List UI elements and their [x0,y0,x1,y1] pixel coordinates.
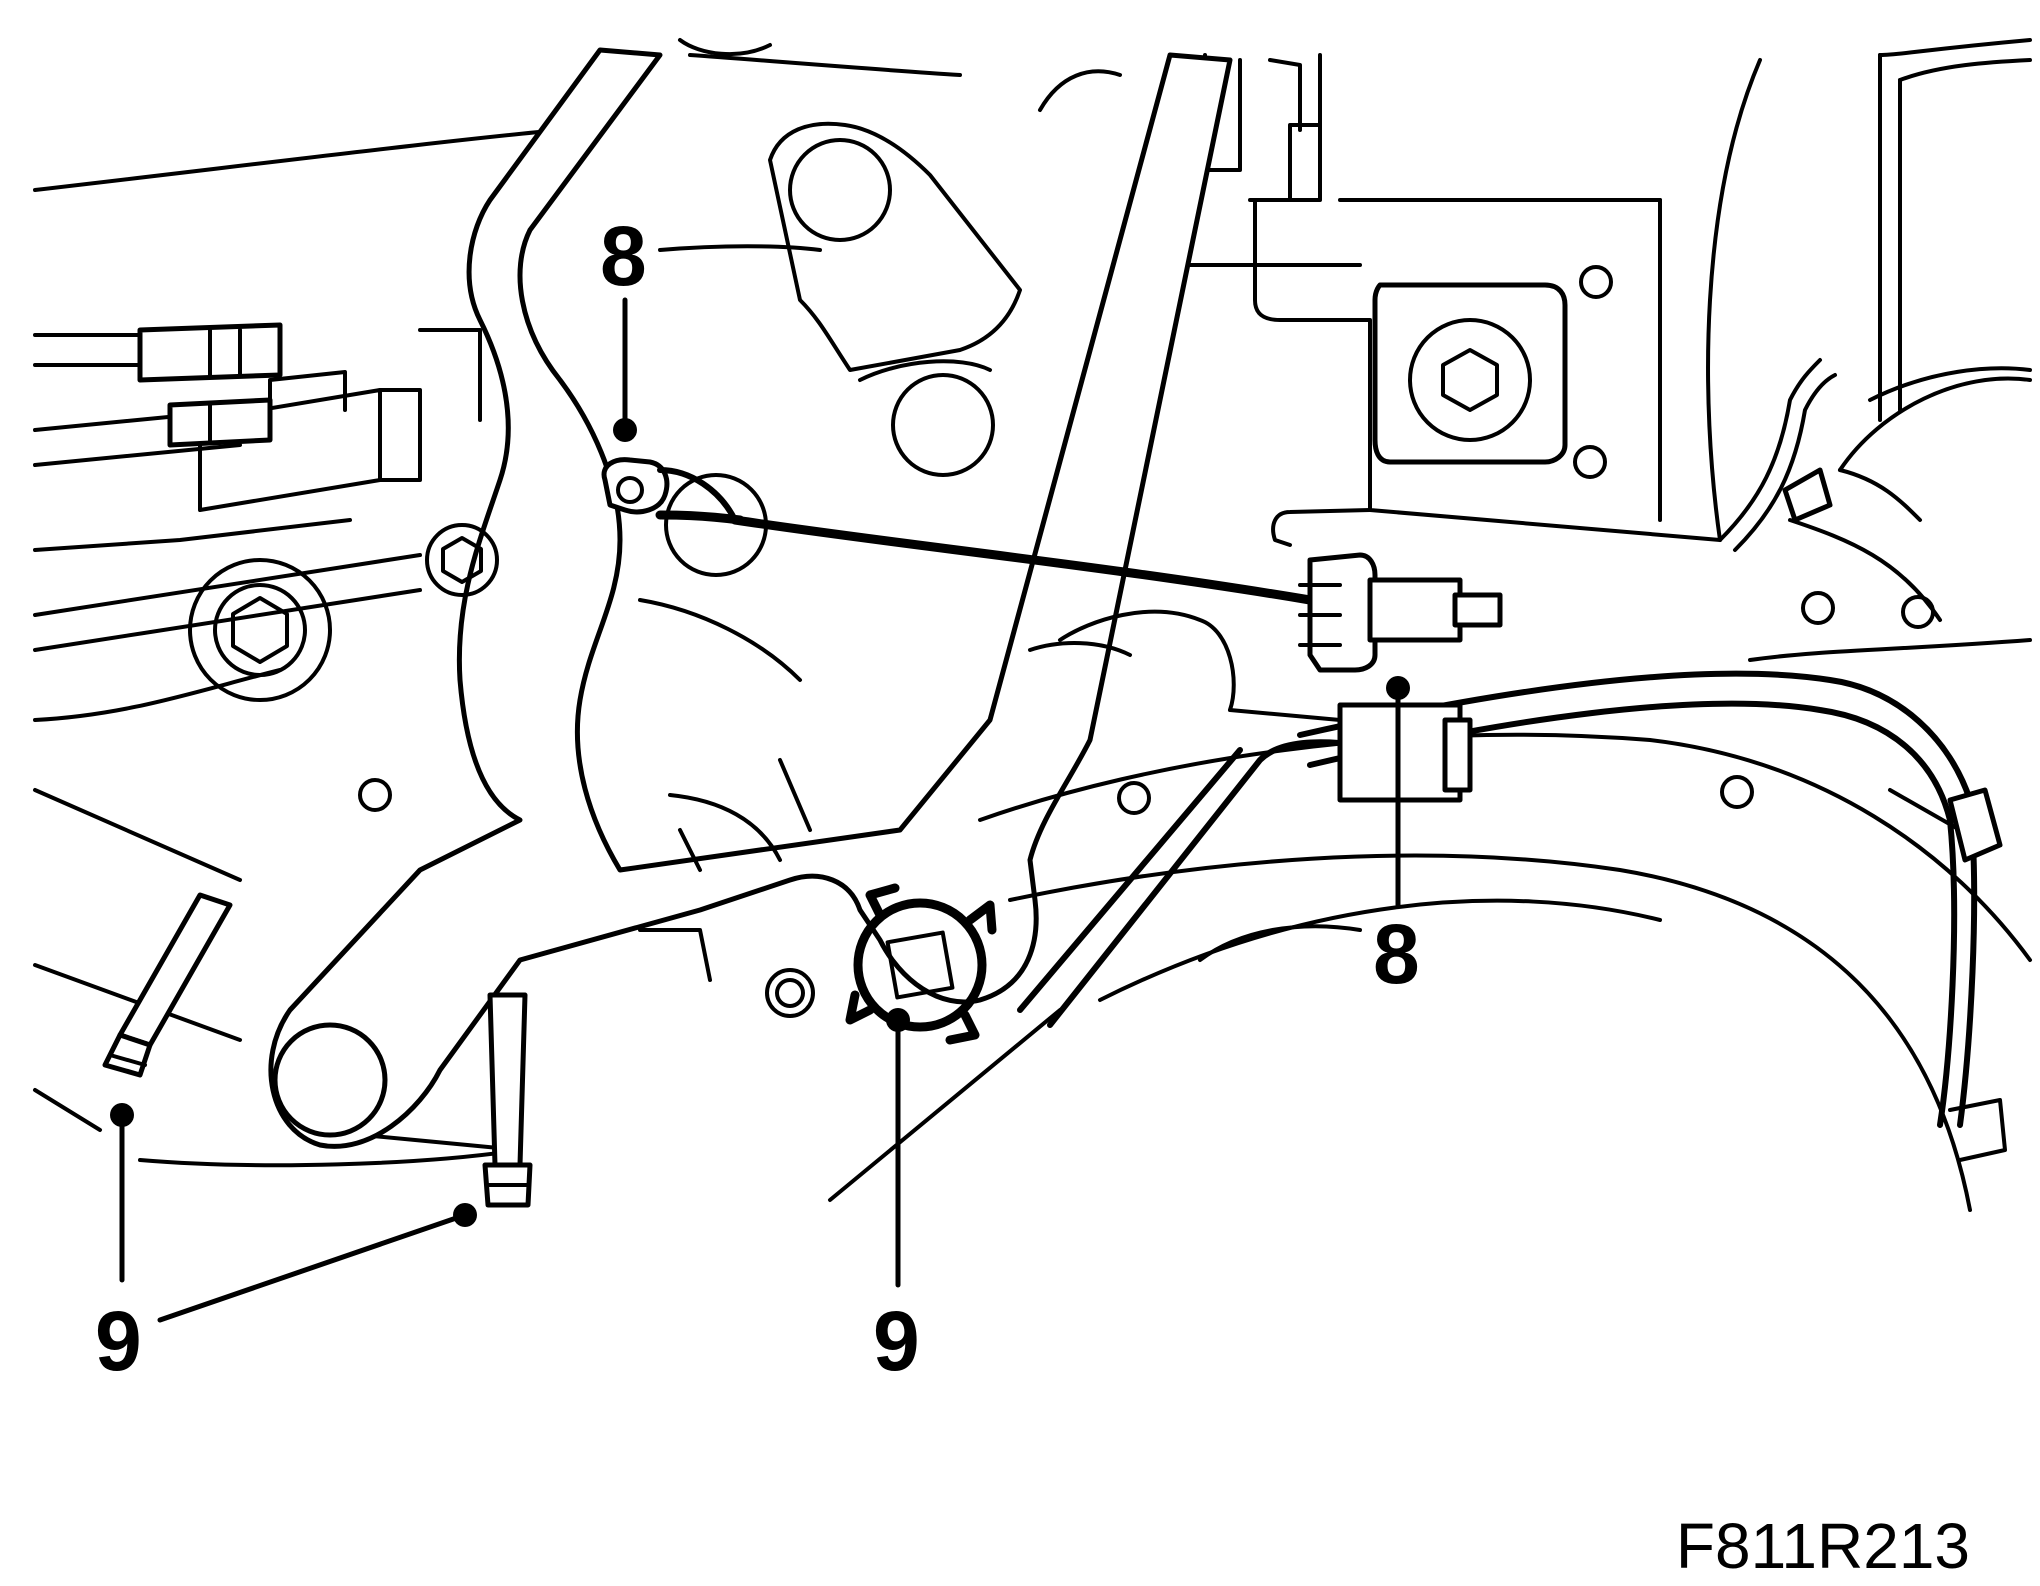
callout-8-top: 8 [600,209,647,303]
callout-9-right: 9 [873,1294,920,1388]
brake-pipes [1017,358,2007,1162]
left-bolts [188,523,499,702]
lower-arm [268,47,1233,1149]
callout-9-left: 9 [95,1294,142,1388]
leader-dot-9-right [886,1008,910,1032]
nipple-screws [102,892,533,1208]
leader-dot-9-left-a [110,1103,134,1127]
mounting-bracket [1203,53,1722,547]
knuckle-region [358,591,2032,1212]
leader-dot-9-left-b [453,1203,477,1227]
callout-8-right: 8 [1373,907,1420,1001]
locking-ring [845,883,997,1045]
sensor-cable [601,457,1315,605]
figure-id: F811R213 [1676,1510,1970,1582]
leader-lines [110,297,1410,1323]
leader-dot-8-right [1386,676,1410,700]
leader-dot-8-top [613,418,637,442]
wiring-harness [137,322,283,448]
sensor-connector [1298,552,1503,673]
